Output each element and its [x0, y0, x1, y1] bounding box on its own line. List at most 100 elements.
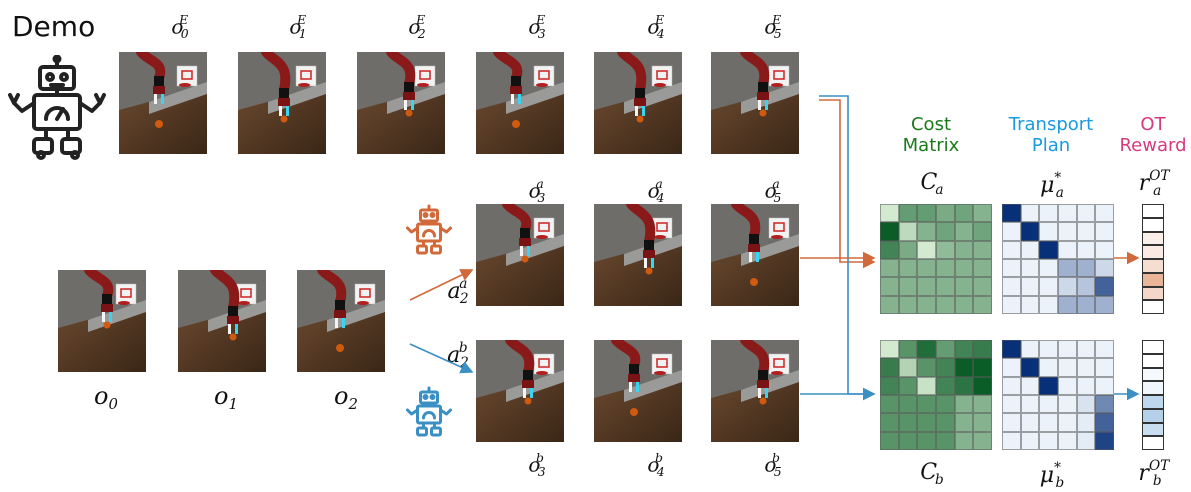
- header-cost-line2: Matrix: [902, 135, 960, 156]
- plan-a-cell: [1095, 204, 1114, 223]
- plan-a-cell: [1039, 222, 1058, 241]
- label-Cb: Cb: [920, 460, 944, 488]
- cost-a-cell: [936, 222, 955, 241]
- plan-a-cell: [1020, 222, 1040, 241]
- cost-a-cell: [954, 295, 974, 314]
- cost-a-cell: [917, 295, 936, 314]
- plan-b-cell: [1039, 358, 1058, 377]
- plan-b-cell: [1095, 413, 1114, 432]
- plan-b-cell: [1058, 340, 1077, 359]
- label-o2E: oE2: [408, 12, 426, 41]
- plan-b-cell: [1039, 340, 1058, 359]
- cost-b-cell: [936, 413, 955, 432]
- init-frame-0: [58, 270, 146, 372]
- cost-b-cell: [973, 340, 992, 359]
- cost-a-cell: [936, 277, 955, 296]
- reward-b-cell: [1142, 422, 1164, 437]
- label-o0E: oE0: [171, 12, 189, 41]
- init-frame-2: [297, 270, 385, 372]
- plan-b-cell: [1002, 395, 1021, 414]
- reward-a-cell: [1142, 259, 1164, 273]
- cost-b-cell: [936, 431, 955, 450]
- cost-a-cell: [880, 204, 899, 223]
- demo-label: Demo: [12, 10, 96, 43]
- label-r-b: rOTb: [1138, 458, 1170, 489]
- cost-a-cell: [898, 259, 918, 278]
- header-cost: Cost Matrix: [876, 114, 986, 156]
- plan-a-cell: [1020, 240, 1040, 259]
- header-transport-line1: Transport: [1008, 114, 1094, 135]
- label-o0: o0: [94, 382, 118, 414]
- reward-b-cell: [1142, 395, 1164, 409]
- robot-icon-b: [406, 386, 452, 437]
- label-o4a: oa4: [647, 176, 665, 205]
- cost-b-cell: [880, 376, 899, 395]
- cost-b-cell: [898, 376, 918, 395]
- reward-a-cell: [1142, 204, 1164, 218]
- plan-a-cell: [1058, 295, 1077, 314]
- plan-b-cell: [1002, 340, 1021, 359]
- cost-b-cell: [917, 395, 936, 414]
- cost-a-cell: [917, 240, 936, 259]
- plan-b-cell: [1095, 358, 1114, 377]
- header-transport-line2: Plan: [1031, 135, 1071, 156]
- plan-a-cell: [1039, 277, 1058, 296]
- plan-b-cell: [1076, 358, 1096, 377]
- cost-b-cell: [880, 431, 899, 450]
- reward-b-cell: [1142, 340, 1164, 354]
- cost-a-cell: [898, 277, 918, 296]
- label-o5b: ob5: [764, 450, 782, 479]
- demo-frame-3: [476, 52, 564, 154]
- label-a2a: aa2: [447, 276, 469, 307]
- cost-a-cell: [917, 204, 936, 223]
- plan-b-cell: [1020, 395, 1040, 414]
- cost-b-cell: [917, 413, 936, 432]
- plan-b-cell: [1058, 358, 1077, 377]
- plan-a-cell: [1039, 259, 1058, 278]
- cost-b-cell: [880, 413, 899, 432]
- plan-a-cell: [1076, 259, 1096, 278]
- plan-b-cell: [1020, 376, 1040, 395]
- plan-b-cell: [1076, 395, 1096, 414]
- label-o5E: oE5: [764, 12, 782, 41]
- cost-a-cell: [936, 204, 955, 223]
- plan-a-cell: [1095, 259, 1114, 278]
- reward-b-cell: [1142, 367, 1164, 382]
- init-frame-1: [178, 270, 266, 372]
- cost-a-cell: [880, 222, 899, 241]
- cost-b-cell: [917, 431, 936, 450]
- plan-a-cell: [1095, 240, 1114, 259]
- branch-a-frame-5: [711, 204, 799, 306]
- plan-b-cell: [1076, 413, 1096, 432]
- label-o4E: oE4: [647, 12, 665, 41]
- plan-a-cell: [1076, 204, 1096, 223]
- label-o4b: ob4: [647, 450, 665, 479]
- branch-b-frame-4: [594, 340, 682, 442]
- plan-a-cell: [1058, 222, 1077, 241]
- arrow-branch-b: [409, 343, 474, 374]
- cost-a-cell: [880, 259, 899, 278]
- plan-a-cell: [1095, 277, 1114, 296]
- plan-a-cell: [1076, 277, 1096, 296]
- plan-b-cell: [1039, 376, 1058, 395]
- cost-b-cell: [954, 340, 974, 359]
- label-Ca: Ca: [920, 170, 944, 198]
- plan-a-cell: [1020, 259, 1040, 278]
- label-mu-a: μ*a: [1040, 170, 1064, 201]
- cost-a-cell: [898, 240, 918, 259]
- plan-b-cell: [1076, 376, 1096, 395]
- cost-a-cell: [917, 277, 936, 296]
- line-demo-to-ca: [819, 99, 876, 269]
- transport-plan-a: [1002, 204, 1114, 314]
- plan-b-cell: [1058, 431, 1077, 450]
- plan-b-cell: [1058, 395, 1077, 414]
- reward-b-cell: [1142, 436, 1164, 450]
- cost-a-cell: [954, 259, 974, 278]
- cost-b-cell: [936, 340, 955, 359]
- cost-a-cell: [880, 240, 899, 259]
- cost-a-cell: [973, 222, 992, 241]
- plan-a-cell: [1020, 277, 1040, 296]
- reward-a-cell: [1142, 286, 1164, 301]
- cost-b-cell: [973, 358, 992, 377]
- plan-a-cell: [1002, 240, 1021, 259]
